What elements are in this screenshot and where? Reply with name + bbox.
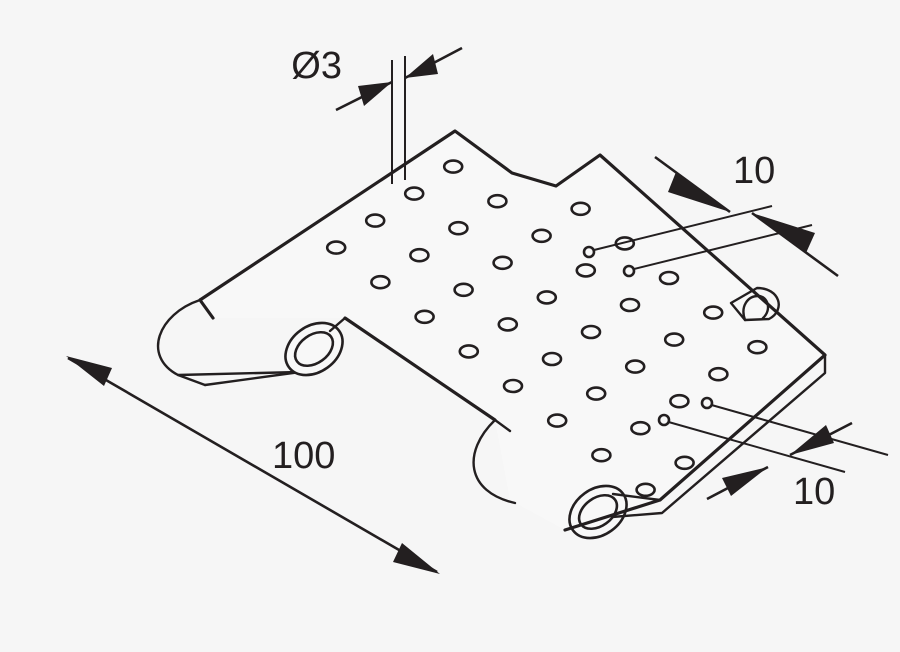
perforation-hole: [619, 297, 641, 313]
dimension-hole-diameter: Ø3: [291, 45, 463, 184]
perforation-hole: [630, 420, 651, 436]
perforation-hole: [492, 255, 513, 271]
plate-outline-bottom-fold: [493, 418, 512, 433]
perforation-hole: [364, 213, 386, 228]
pitch-lower-origin-hole-b: [700, 396, 714, 410]
perforation-hole: [591, 447, 612, 463]
perforation-hole: [708, 366, 729, 382]
plate-outline: [198, 129, 827, 532]
length-arrowhead-start: [66, 356, 112, 386]
pitch-upper-arrowhead-a: [668, 172, 730, 212]
perforation-hole: [658, 270, 680, 286]
perforation-hole: [531, 228, 552, 244]
perforation-hole: [570, 201, 591, 217]
perforation-hole: [546, 413, 568, 428]
rolled-edge-left: [157, 298, 207, 387]
pitch-lower-ext-line-a: [664, 420, 846, 473]
perforation-hole: [541, 351, 563, 367]
perforation-hole: [409, 247, 430, 263]
dimension-label-plate-length: 100: [272, 435, 335, 477]
diameter-arrowhead-left: [358, 82, 392, 106]
perforation-hole: [370, 274, 391, 290]
plate-outline-lower-left: [343, 316, 497, 422]
perforation-hole: [663, 332, 685, 347]
perforation-hole: [702, 305, 724, 320]
perforation-hole: [669, 393, 690, 409]
perforation-hole: [453, 282, 474, 298]
perforation-hole: [624, 359, 646, 374]
dimension-hole-pitch-upper: 10: [582, 150, 839, 278]
pitch-lower-arrowhead-b: [790, 425, 834, 455]
perforation-hole: [487, 193, 508, 209]
pitch-upper-ext-line-a: [589, 205, 773, 252]
pitch-lower-origin-hole-a: [657, 413, 671, 427]
perforation-hole: [580, 324, 602, 340]
perforation-hole: [497, 317, 519, 332]
length-arrowhead-end: [393, 543, 440, 574]
perforation-hole: [458, 344, 480, 359]
knuckle-left-inner-ring: [293, 330, 335, 368]
perforation-hole: [575, 263, 597, 278]
pitch-upper-arrowhead-b: [752, 213, 815, 253]
dimension-label-hole-diameter: Ø3: [291, 45, 342, 87]
knuckle-bottom-tangent: [611, 492, 662, 502]
plate-outline-left-fold: [198, 298, 215, 320]
perforation-hole: [442, 159, 464, 174]
knuckle-left-tangent: [328, 316, 347, 333]
perforation-hole: [536, 290, 558, 305]
dimension-label-pitch-upper: 10: [733, 150, 775, 192]
rolled-edge-left-under: [176, 370, 302, 377]
diameter-arrowhead-right: [405, 54, 438, 78]
dimension-hole-pitch-lower: 10: [657, 396, 889, 513]
dimension-label-pitch-lower: 10: [793, 471, 835, 513]
perforation-hole: [414, 309, 435, 325]
pitch-lower-ext-line-b: [707, 403, 889, 456]
length-dim-line: [67, 356, 438, 574]
perforation-hole: [448, 220, 469, 236]
perforation-hole: [747, 339, 768, 355]
perforation-hole: [502, 378, 524, 394]
rolled-edge-bottom: [472, 418, 517, 505]
perforation-hole: [403, 186, 425, 201]
pitch-lower-arrowhead-a: [722, 467, 768, 496]
perforation-hole: [585, 386, 607, 401]
rolled-tab-right-outer: [729, 286, 780, 322]
knuckle-left-bottom-edge: [203, 370, 302, 387]
pitch-upper-origin-hole-a: [582, 245, 596, 259]
pitch-upper-origin-hole-b: [622, 264, 636, 278]
dimension-plate-length: 100: [66, 356, 440, 574]
perforation-hole: [325, 240, 347, 255]
hinge-knuckle-left: [203, 316, 347, 387]
rolled-tab-right: [729, 286, 780, 322]
rolled-tab-right-inner: [742, 294, 770, 322]
perforation-hole: [674, 455, 695, 471]
perforation-hole: [635, 482, 656, 498]
